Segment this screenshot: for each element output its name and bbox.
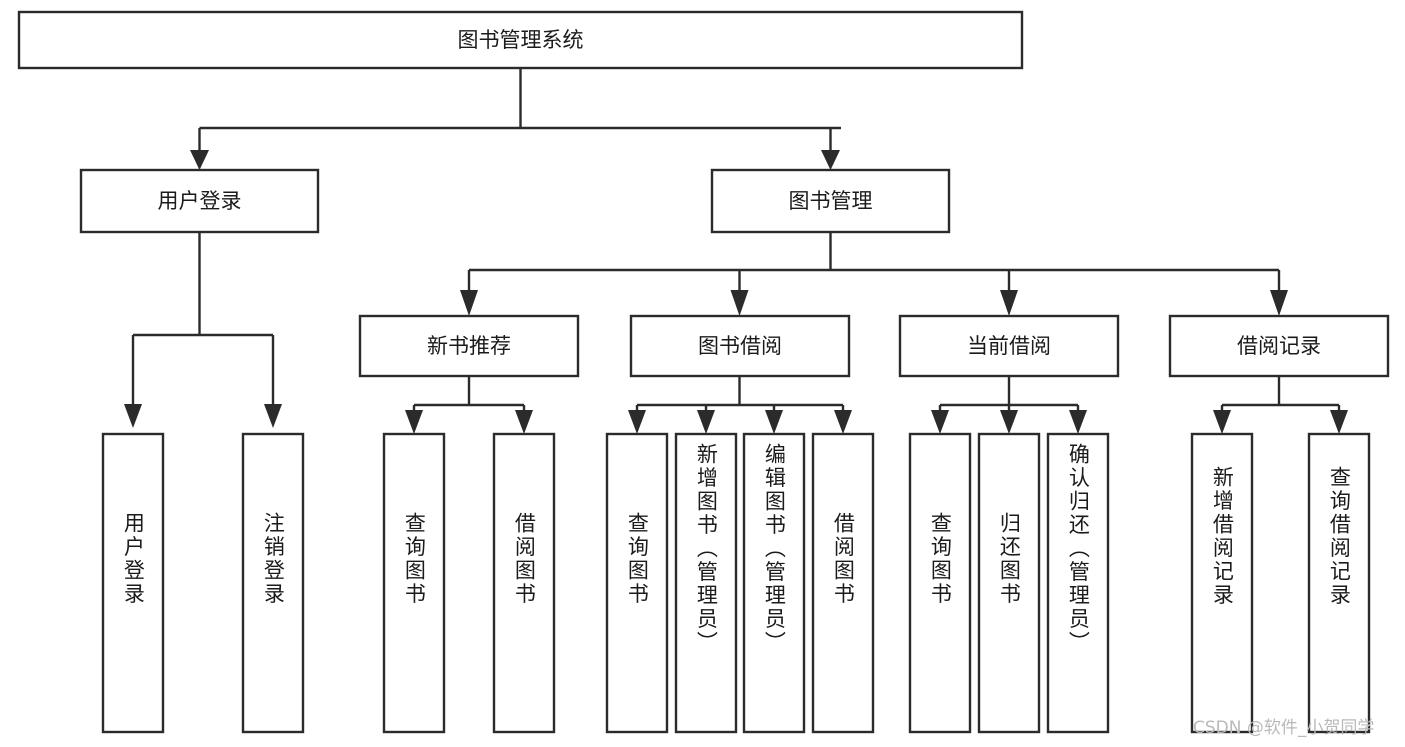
leaf-box-query-book-2[interactable] [605, 432, 669, 734]
leaf-boxes-book-borrow [605, 432, 875, 734]
node-book-borrow-box[interactable] [629, 314, 851, 378]
arrowhead-leaf-add-record [1213, 410, 1231, 434]
leaf-box-query-book-1[interactable] [382, 432, 446, 734]
leaf-boxes-user-login [101, 432, 305, 734]
node-root[interactable]: 图书管理系统 [17, 10, 1024, 70]
connector-group-new-book-recommend [405, 376, 533, 434]
connector-group-book-borrow [628, 376, 852, 434]
node-new-book-recommend-label: 新书推荐 [427, 334, 511, 358]
arrowhead-leaf-confirm-return [1069, 410, 1087, 434]
arrowhead-new-book-recommend [460, 290, 478, 316]
arrowhead-leaf-query-book-2 [628, 410, 646, 434]
arrowhead-leaf-borrow-book-1 [515, 410, 533, 434]
node-current-borrow-box[interactable] [898, 314, 1120, 378]
leaf-box-user-login[interactable] [101, 432, 165, 734]
arrowhead-borrow-record [1270, 290, 1288, 316]
connector-group-current-borrow [931, 376, 1087, 434]
node-borrow-record-label: 借阅记录 [1237, 334, 1321, 358]
node-user-login[interactable]: 用户登录 [79, 168, 320, 234]
leaf-box-confirm-return[interactable] [1046, 432, 1110, 734]
leaf-box-borrow-book-1[interactable] [492, 432, 556, 734]
arrowhead-leaf-add-book [697, 410, 715, 434]
arrowhead-leaf-edit-book [765, 410, 783, 434]
connector-group-book-manage [460, 232, 1288, 316]
node-user-login-box[interactable] [79, 168, 320, 234]
arrowhead-leaf-user-login [124, 404, 142, 428]
node-new-book-recommend-box[interactable] [358, 314, 580, 378]
arrowhead-current-borrow [1000, 290, 1018, 316]
connector-group-root [190, 68, 841, 170]
arrowhead-leaf-user-logout [264, 404, 282, 428]
csdn-watermark: CSDN @软件_小贺同学 [1193, 718, 1375, 738]
arrowhead-book-manage [821, 150, 840, 170]
arrowhead-leaf-return-book [1000, 410, 1018, 434]
leaf-box-add-book[interactable] [674, 432, 738, 734]
leaf-boxes-borrow-record [1190, 432, 1371, 734]
connector-group-borrow-record [1213, 376, 1348, 434]
arrowhead-leaf-query-book-1 [405, 410, 423, 434]
leaf-box-query-book-3[interactable] [908, 432, 972, 734]
connector-group-user-login [124, 232, 282, 428]
leaf-box-query-record[interactable] [1307, 432, 1371, 734]
node-book-borrow[interactable]: 图书借阅 [629, 314, 851, 378]
arrowhead-leaf-borrow-book-2 [834, 410, 852, 434]
node-root-box[interactable] [17, 10, 1024, 70]
node-current-borrow-label: 当前借阅 [967, 334, 1051, 358]
leaf-box-user-logout[interactable] [241, 432, 305, 734]
leaf-box-borrow-book-2[interactable] [811, 432, 875, 734]
node-book-manage[interactable]: 图书管理 [710, 168, 951, 234]
leaf-boxes-current-borrow [908, 432, 1110, 734]
leaf-box-return-book[interactable] [977, 432, 1041, 734]
arrowhead-leaf-query-book-3 [931, 410, 949, 434]
node-root-label: 图书管理系统 [458, 28, 584, 52]
leaf-box-add-record[interactable] [1190, 432, 1254, 734]
node-borrow-record-box[interactable] [1168, 314, 1390, 378]
arrowhead-user-login [190, 150, 209, 170]
node-current-borrow[interactable]: 当前借阅 [898, 314, 1120, 378]
node-user-login-label: 用户登录 [158, 189, 242, 213]
leaf-box-edit-book[interactable] [742, 432, 806, 734]
leaf-boxes-new-book-recommend [382, 432, 556, 734]
node-book-manage-box[interactable] [710, 168, 951, 234]
node-book-manage-label: 图书管理 [789, 189, 873, 213]
arrowhead-leaf-query-record [1330, 410, 1348, 434]
node-new-book-recommend[interactable]: 新书推荐 [358, 314, 580, 378]
node-book-borrow-label: 图书借阅 [698, 334, 782, 358]
node-borrow-record[interactable]: 借阅记录 [1168, 314, 1390, 378]
arrowhead-book-borrow [730, 290, 749, 316]
